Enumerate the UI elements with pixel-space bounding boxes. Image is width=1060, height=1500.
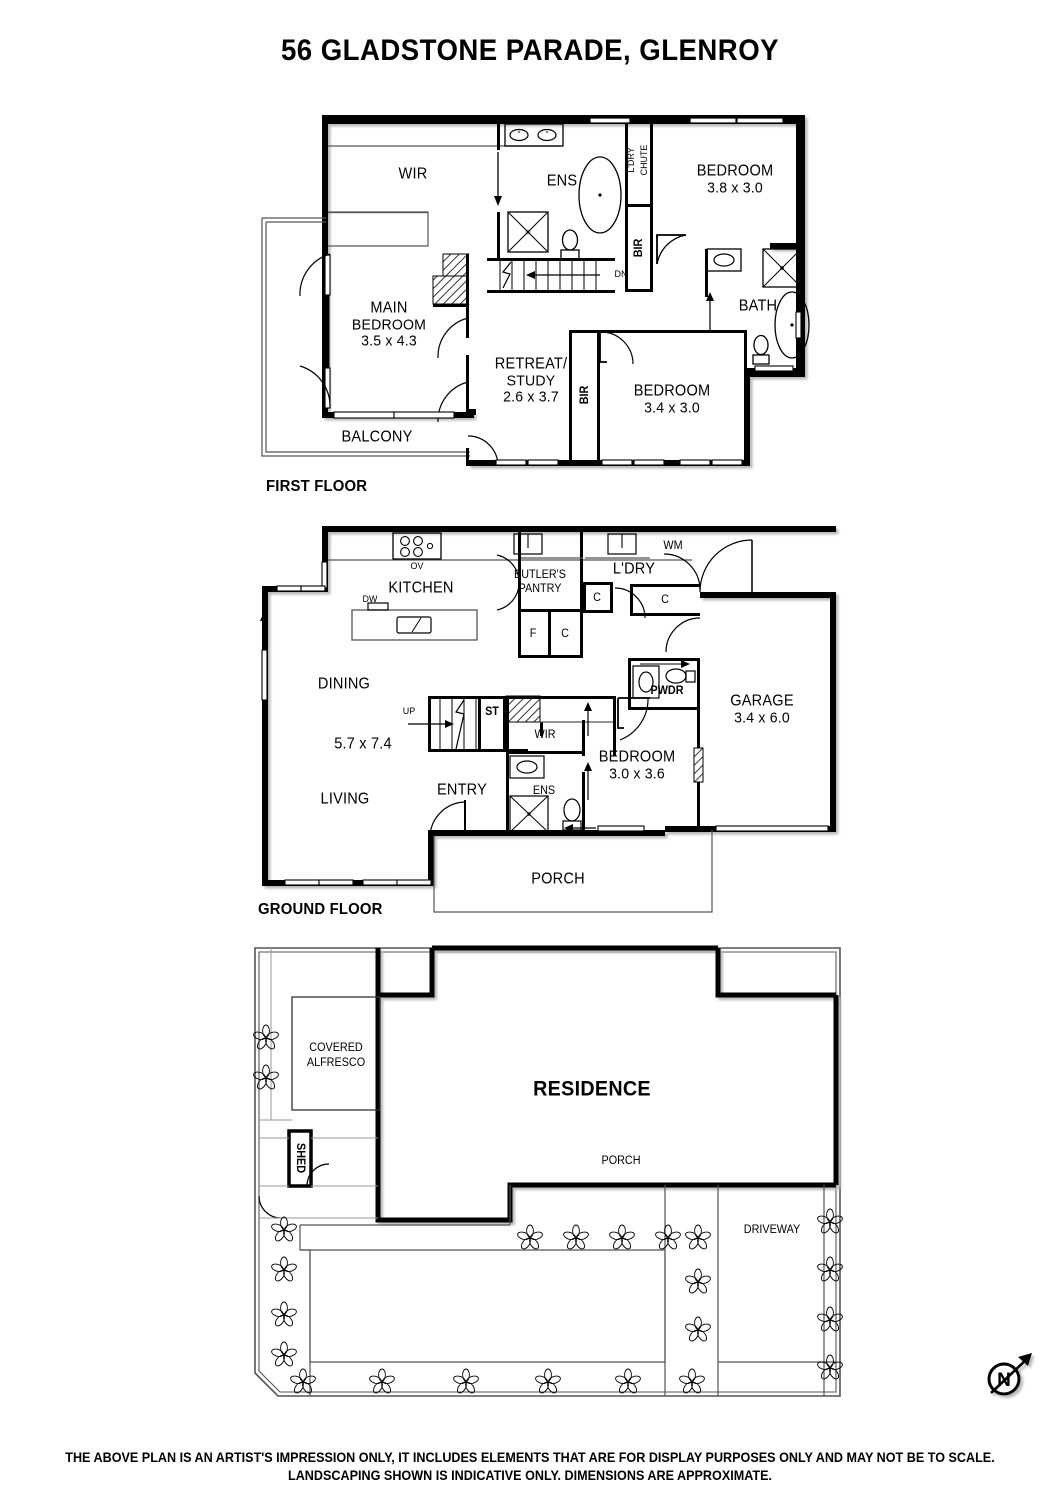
label-oven: OV [410,560,424,572]
room-label-ens-ground: ENS [532,784,556,797]
bedroom-ground-dim: 3.0 x 3.6 [609,765,665,783]
room-label-main-bedroom: MAIN BEDROOM 3.5 x 4.3 [352,300,426,349]
label-ldry-chute-1: L'DRY [625,147,637,173]
label-covered-alfresco-1: COVERED [309,1041,363,1054]
ground-floor-caption: GROUND FLOOR [258,901,383,918]
room-label-entry: ENTRY [436,781,488,799]
retreat-name-1: RETREAT/ [494,355,568,373]
room-label-bedroom-2: BEDROOM 3.4 x 3.0 [633,382,711,417]
compass-letter: N [997,1370,1011,1391]
room-label-pwdr: PWDR [650,684,684,697]
label-washing-machine: WM [663,539,683,552]
room-label-ldry: L'DRY [612,560,656,578]
room-label-bedroom-ground: BEDROOM 3.0 x 3.6 [598,748,676,783]
label-cupboard-mid: C [561,627,569,640]
north-compass: N [978,1345,1040,1407]
room-label-wir-ground: WIR [534,728,556,741]
label-driveway: DRIVEWAY [743,1223,801,1236]
room-label-kitchen: KITCHEN [388,579,454,597]
room-label-balcony: BALCONY [341,428,413,446]
room-label-porch-ground: PORCH [531,870,585,888]
label-bir-bottom: BIR [578,385,591,405]
bedroom-2-name: BEDROOM [633,382,711,400]
garage-name: GARAGE [730,692,794,710]
label-storage: ST [485,705,499,718]
bedroom-ground-name: BEDROOM [598,748,676,766]
disclaimer-footer: THE ABOVE PLAN IS AN ARTIST'S IMPRESSION… [0,1448,1060,1485]
room-label-wir-first: WIR [398,165,428,183]
disclaimer-line-1: THE ABOVE PLAN IS AN ARTIST'S IMPRESSION… [65,1449,995,1465]
bedroom-1-dim: 3.8 x 3.0 [707,179,763,197]
label-dishwasher: DW [362,593,378,605]
retreat-name-2: STUDY [506,372,556,390]
label-living-dim: 5.7 x 7.4 [334,735,392,753]
label-butlers-pantry-2: PANTRY [518,582,562,595]
ground-floor-plan [0,500,1060,930]
retreat-dim: 2.6 x 3.7 [503,388,559,406]
label-shed: SHED [294,1142,307,1174]
room-label-living: LIVING [320,790,370,808]
label-cupboard-left: C [593,591,601,604]
label-bir-top: BIR [632,238,645,258]
room-label-garage: GARAGE 3.4 x 6.0 [730,692,794,727]
page-title: 56 GLADSTONE PARADE, GLENROY [280,34,780,67]
room-label-retreat-study: RETREAT/ STUDY 2.6 x 3.7 [495,356,567,405]
main-bedroom-name-1: MAIN [370,299,408,317]
label-fridge: F [529,627,537,640]
main-bedroom-name-2: BEDROOM [351,316,427,334]
garage-dim: 3.4 x 6.0 [734,709,790,727]
disclaimer-line-2: LANDSCAPING SHOWN IS INDICATIVE ONLY. DI… [288,1467,772,1484]
label-stair-dn: DN [614,268,628,280]
room-label-bedroom-1: BEDROOM 3.8 x 3.0 [696,162,774,197]
label-ldry-chute-2: CHUTE [638,144,650,176]
label-butlers-pantry-1: BUTLER'S [514,568,566,581]
first-floor-plan [0,0,1060,500]
main-bedroom-dim: 3.5 x 4.3 [361,332,417,350]
label-porch-site: PORCH [601,1154,641,1167]
bedroom-1-name: BEDROOM [696,162,774,180]
first-floor-caption: FIRST FLOOR [266,478,368,495]
room-label-ens-first: ENS [546,172,578,190]
site-plan [0,930,1060,1430]
label-stair-up: UP [402,705,416,717]
room-label-dining: DINING [317,675,371,693]
label-cupboard-right: C [661,593,669,606]
room-label-bath: BATH [738,297,778,315]
label-residence: RESIDENCE [533,1077,651,1101]
label-covered-alfresco-2: ALFRESCO [306,1056,366,1069]
bedroom-2-dim: 3.4 x 3.0 [644,399,700,417]
